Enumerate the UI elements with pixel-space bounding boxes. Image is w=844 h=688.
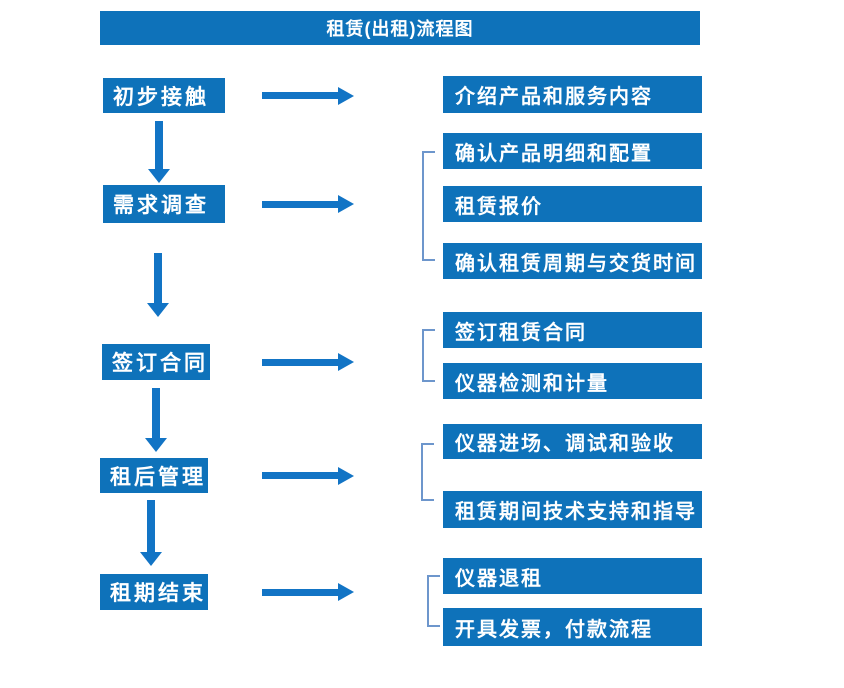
detail-box: 仪器进场、调试和验收 [443,424,702,459]
arrow-head [148,169,170,183]
arrow-shaft [262,92,338,99]
stage-box: 需求调查 [103,185,225,223]
arrow-shaft [147,500,155,552]
detail-box: 租赁期间技术支持和指导 [443,491,702,528]
detail-box: 仪器检测和计量 [443,363,702,399]
stage-box: 租期结束 [100,574,208,610]
arrow-head [338,583,354,601]
arrow-head [140,552,162,566]
arrow-shaft [155,121,163,169]
arrow-shaft [262,358,338,366]
detail-box: 签订租赁合同 [443,312,702,348]
flow-arrow-down [145,388,167,452]
arrow-head [338,466,354,485]
flow-arrow-down [140,500,162,566]
group-bracket [422,329,435,382]
arrow-shaft [154,253,162,303]
flow-arrow-right [262,353,354,371]
detail-box: 确认租赁周期与交货时间 [443,243,702,279]
arrow-head [147,303,169,317]
arrow-shaft [262,200,338,208]
stage-box: 初步接触 [103,78,225,113]
detail-box: 仪器退租 [443,558,702,594]
arrow-head [338,353,354,371]
stage-box: 签订合同 [102,344,210,380]
flow-arrow-down [148,121,170,183]
arrow-shaft [262,472,338,479]
arrow-head [145,438,167,452]
diagram-title-bar: 租赁(出租)流程图 [100,11,700,45]
detail-box: 开具发票，付款流程 [443,608,702,646]
detail-box: 介绍产品和服务内容 [443,76,702,113]
detail-box: 确认产品明细和配置 [443,133,702,169]
flow-arrow-right [262,195,354,213]
diagram-title: 租赁(出租)流程图 [326,19,474,39]
flow-arrow-right [262,86,354,105]
detail-box: 租赁报价 [443,186,702,222]
arrow-shaft [262,588,338,596]
arrow-head [338,86,354,105]
arrow-shaft [152,388,160,438]
flow-arrow-down [147,253,169,317]
group-bracket [427,575,440,627]
stage-box: 租后管理 [100,458,208,493]
flow-arrow-right [262,466,354,485]
group-bracket [422,151,435,261]
flow-arrow-right [262,583,354,601]
group-bracket [421,443,434,501]
arrow-head [338,195,354,213]
